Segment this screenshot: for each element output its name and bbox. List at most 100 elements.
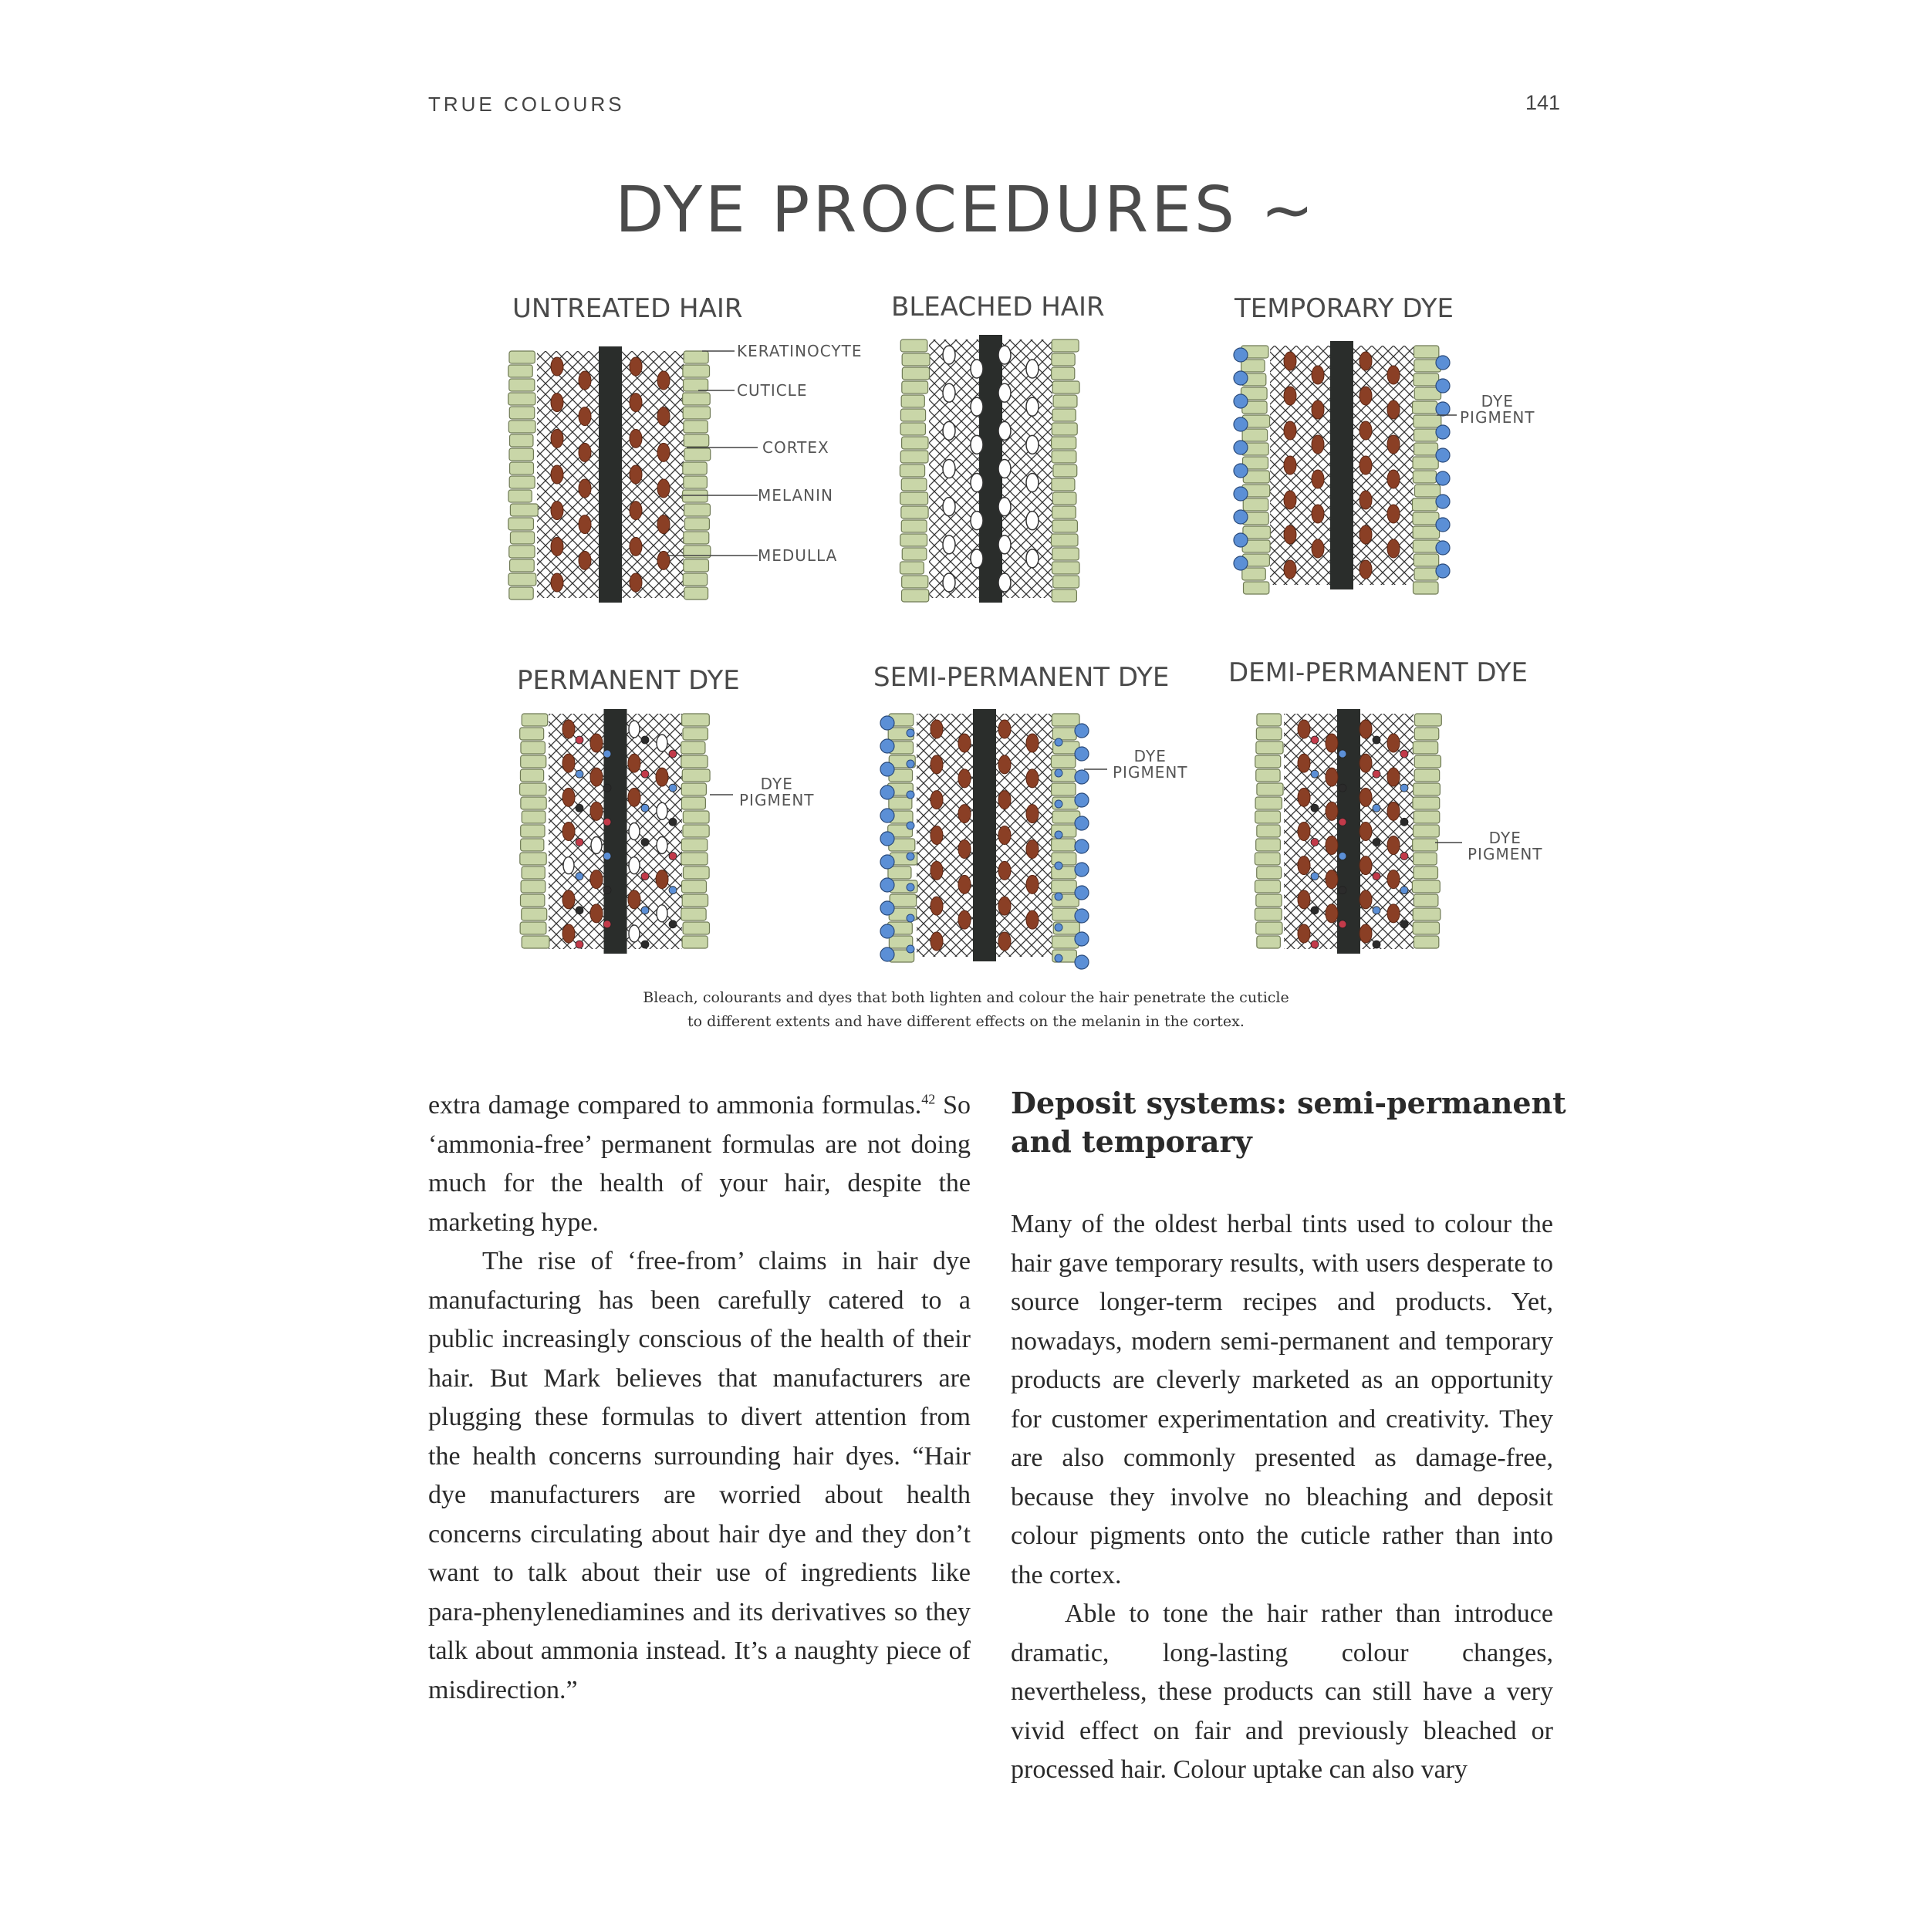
cuticle-scale — [1413, 782, 1441, 796]
melanin-granule — [998, 931, 1012, 951]
bleached-granule — [1025, 434, 1039, 455]
melanin-granule — [578, 370, 592, 390]
running-head: TRUE COLOURS — [428, 93, 625, 116]
dye-pigment — [575, 872, 584, 881]
cuticle-scale — [1254, 852, 1281, 866]
dye-pigment — [1054, 738, 1063, 747]
melanin-granule — [629, 356, 643, 377]
cuticle-scale — [1412, 581, 1439, 595]
cuticle-scale — [681, 489, 708, 503]
cuticle-scale — [900, 478, 927, 491]
dye-pigment — [603, 749, 612, 758]
cuticle-scale — [1052, 394, 1078, 408]
cuticle-scale — [681, 741, 706, 755]
cuticle-scale — [1050, 533, 1079, 547]
melanin-granule — [589, 904, 603, 924]
cuticle-scale — [1051, 436, 1077, 450]
melanin-granule — [1359, 386, 1373, 406]
melanin-granule — [550, 356, 564, 377]
dye-pigment — [1233, 347, 1248, 363]
melanin-granule — [1387, 870, 1400, 890]
dye-pigment — [880, 738, 895, 754]
dye-pigment — [1435, 494, 1451, 509]
cuticle-scale — [1256, 824, 1281, 838]
melanin-granule — [1297, 856, 1311, 876]
cuticle-scale — [682, 824, 710, 838]
melanin-granule — [1387, 539, 1400, 559]
cuticle-scale — [1412, 838, 1438, 852]
dye-pigment — [906, 852, 915, 861]
melanin-granule — [1387, 836, 1400, 855]
dye-pigment — [880, 854, 895, 870]
melanin-granule — [1359, 753, 1373, 773]
dye-pigment — [1372, 769, 1381, 779]
cuticle-scale — [508, 475, 535, 489]
cuticle-scale — [1051, 880, 1077, 893]
label-dye-pigment-demi: DYE PIGMENT — [1468, 830, 1543, 863]
melanin-granule — [550, 428, 564, 448]
bleached-granule — [1025, 549, 1039, 569]
paragraph-text: extra damage compared to ammonia formula… — [428, 1091, 922, 1120]
dye-pigment — [640, 769, 650, 779]
cuticle-scale — [1255, 768, 1281, 782]
cuticle-scale — [681, 893, 709, 907]
medulla — [1337, 709, 1360, 954]
cuticle-scale — [683, 545, 711, 559]
melanin-granule — [629, 501, 643, 521]
bleached-granule — [998, 345, 1012, 365]
melanin-granule — [578, 407, 592, 427]
panel-title-untreated: UNTREATED HAIR — [512, 293, 743, 324]
dye-pigment — [1435, 471, 1451, 486]
label-keratinocyte: KERATINOCYTE — [737, 342, 863, 360]
melanin-granule — [1359, 719, 1373, 739]
label-cuticle: CUTICLE — [737, 381, 808, 400]
melanin-granule — [1297, 924, 1311, 944]
cuticle-scale — [519, 852, 547, 866]
bleached-granule — [942, 496, 956, 517]
bleached-granule — [590, 836, 603, 855]
cuticle-scale — [1255, 741, 1284, 755]
melanin-granule — [578, 442, 592, 462]
dye-pigment — [1074, 792, 1089, 808]
label-line: PIGMENT — [1460, 408, 1535, 427]
cuticle-scale — [508, 420, 536, 434]
dye-pigment — [1435, 401, 1451, 417]
label-dye-pigment-temporary: DYE PIGMENT — [1460, 393, 1535, 426]
melanin-granule — [930, 826, 944, 845]
dye-pigment — [906, 790, 915, 799]
cuticle-scale — [1411, 498, 1438, 512]
hair-strand-untreated — [508, 346, 711, 603]
dye-pigment — [603, 817, 612, 826]
melanin-granule — [578, 478, 592, 498]
dye-pigment — [1338, 749, 1347, 758]
hair-strand-permanent — [518, 709, 711, 954]
dye-pigment — [668, 749, 677, 758]
melanin-granule — [1359, 822, 1373, 841]
cuticle-scale — [1412, 512, 1440, 525]
panel-title-demi-permanent: DEMI-PERMANENT DYE — [1228, 657, 1528, 688]
cuticle-scale — [681, 880, 708, 893]
label-medulla: MEDULLA — [758, 546, 838, 565]
label-melanin: MELANIN — [758, 486, 833, 505]
dye-pigment — [1400, 817, 1409, 826]
cuticle-scale — [1051, 339, 1079, 353]
dye-pigment — [906, 728, 915, 738]
cuticle-scale — [1255, 755, 1282, 768]
cuticle-scale — [508, 573, 537, 586]
cuticle-scale — [1255, 921, 1283, 935]
label-dye-pigment-permanent: DYE PIGMENT — [739, 776, 815, 809]
bleached-granule — [942, 383, 956, 403]
cuticle-scale — [520, 796, 547, 810]
medulla — [603, 709, 627, 954]
cuticle-scale — [1414, 755, 1442, 768]
cuticle-scale — [901, 380, 929, 394]
dye-pigment — [668, 852, 677, 860]
dye-pigment — [640, 803, 650, 812]
paragraph-text: So ‘ammonia-free’ permanent formulas are… — [428, 1091, 971, 1237]
cuticle-scale — [509, 503, 539, 517]
label-line: DYE — [1481, 392, 1514, 410]
cuticle-scale — [1413, 442, 1439, 456]
melanin-granule — [589, 767, 603, 787]
melanin-granule — [1325, 904, 1339, 924]
melanin-granule — [1297, 890, 1311, 910]
